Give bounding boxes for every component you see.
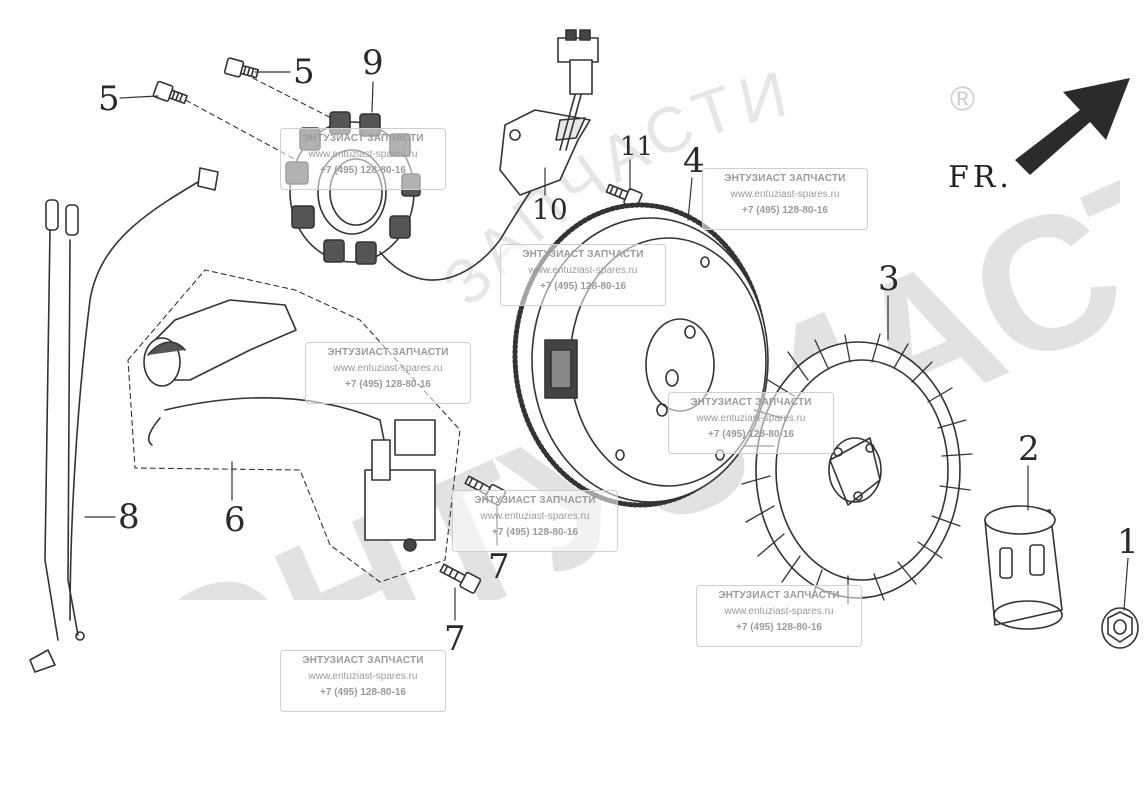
stamp-title: ЭНТУЗИАСТ ЗАПЧАСТИ (327, 347, 449, 358)
stamp-url: www.entuziast-spares.ru (480, 511, 590, 522)
watermark-stamp: ЭНТУЗИАСТ ЗАПЧАСТИ www.entuziast-spares.… (305, 342, 471, 404)
watermark-stamp: ЭНТУЗИАСТ ЗАПЧАСТИ www.entuziast-spares.… (500, 244, 666, 306)
callout-5-left: 5 (98, 79, 120, 119)
callout-7-upper: 7 (488, 547, 510, 587)
callout-5-right: 5 (293, 52, 315, 92)
callout-11: 11 (620, 132, 654, 162)
watermark-stamp: ЭНТУЗИАСТ ЗАПЧАСТИ www.entuziast-spares.… (452, 490, 618, 552)
watermark-stamp: ЭНТУЗИАСТ ЗАПЧАСТИ www.entuziast-spares.… (280, 128, 446, 190)
stamp-title: ЭНТУЗИАСТ ЗАПЧАСТИ (474, 495, 596, 506)
assembly-lines (127, 73, 461, 583)
bolt-7-lower (439, 563, 482, 594)
callout-8: 8 (118, 497, 140, 537)
stamp-title: ЭНТУЗИАСТ ЗАПЧАСТИ (724, 173, 846, 184)
front-arrow-icon (1015, 78, 1130, 175)
callout-9: 9 (362, 43, 384, 83)
callout-6: 6 (224, 500, 246, 540)
stamp-phone: +7 (495) 128-80-16 (492, 527, 578, 538)
stamp-title: ЭНТУЗИАСТ ЗАПЧАСТИ (690, 397, 812, 408)
wire-bracket (499, 29, 599, 196)
stamp-phone: +7 (495) 128-80-16 (742, 205, 828, 216)
stamp-url: www.entuziast-spares.ru (308, 149, 418, 160)
watermark-stamp: ЭНТУЗИАСТ ЗАПЧАСТИ www.entuziast-spares.… (280, 650, 446, 712)
stamp-title: ЭНТУЗИАСТ ЗАПЧАСТИ (302, 655, 424, 666)
leader-lines (84, 71, 1129, 621)
stamp-url: www.entuziast-spares.ru (528, 265, 638, 276)
stamp-phone: +7 (495) 128-80-16 (708, 429, 794, 440)
stamp-url: www.entuziast-spares.ru (308, 671, 418, 682)
callout-4: 4 (683, 141, 705, 181)
stamp-phone: +7 (495) 128-80-16 (320, 165, 406, 176)
cooling-fan (741, 333, 973, 605)
watermark-stamp: ЭНТУЗИАСТ ЗАПЧАСТИ www.entuziast-spares.… (702, 168, 868, 230)
watermark-stamp: ЭНТУЗИАСТ ЗАПЧАСТИ www.entuziast-spares.… (696, 585, 862, 647)
bolt-5-left (152, 80, 188, 105)
wire-harness (29, 167, 219, 673)
stamp-title: ЭНТУЗИАСТ ЗАПЧАСТИ (718, 590, 840, 601)
starter-cup (984, 505, 1063, 630)
callout-7-lower: 7 (444, 619, 466, 659)
watermark-stamp: ЭНТУЗИАСТ ЗАПЧАСТИ www.entuziast-spares.… (668, 392, 834, 454)
stamp-title: ЭНТУЗИАСТ ЗАПЧАСТИ (302, 133, 424, 144)
stamp-phone: +7 (495) 128-80-16 (345, 379, 431, 390)
callout-2: 2 (1018, 429, 1040, 469)
stamp-phone: +7 (495) 128-80-16 (320, 687, 406, 698)
stamp-url: www.entuziast-spares.ru (333, 363, 443, 374)
stamp-phone: +7 (495) 128-80-16 (540, 281, 626, 292)
callout-3: 3 (878, 259, 900, 299)
front-direction-label: FR. (948, 160, 1013, 195)
bolt-5-right (223, 57, 260, 79)
callout-1: 1 (1117, 522, 1139, 562)
stamp-url: www.entuziast-spares.ru (730, 189, 840, 200)
stamp-url: www.entuziast-spares.ru (724, 606, 834, 617)
registered-mark: ® (950, 80, 976, 118)
stamp-title: ЭНТУЗИАСТ ЗАПЧАСТИ (522, 249, 644, 260)
ignition-coil (143, 299, 436, 552)
callout-10: 10 (532, 193, 568, 226)
stamp-phone: +7 (495) 128-80-16 (736, 622, 822, 633)
stamp-url: www.entuziast-spares.ru (696, 413, 806, 424)
flange-nut (1101, 607, 1139, 649)
